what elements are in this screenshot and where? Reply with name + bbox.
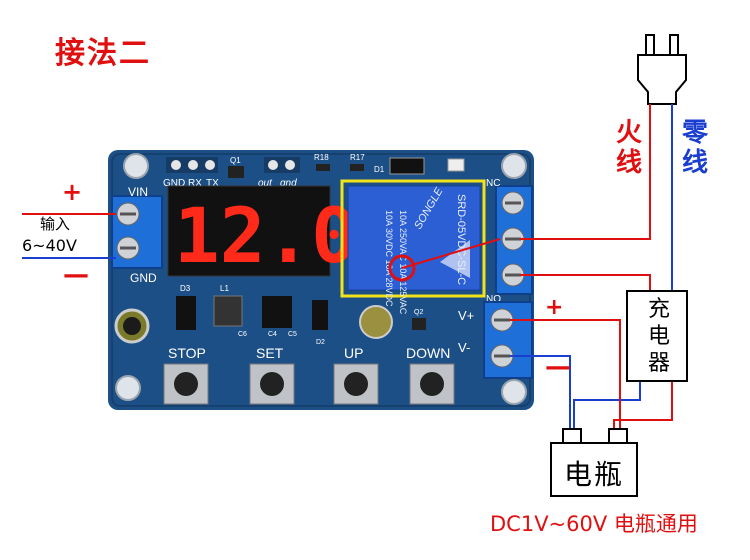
mount-hole [123, 153, 149, 179]
button-set[interactable]: SET [249, 345, 295, 405]
charger-positive-wire [613, 380, 673, 428]
silk-c4: C4 [268, 331, 277, 338]
silk-gnd-in: GND [130, 271, 157, 285]
diode-d2 [312, 300, 328, 330]
silk-vplus: V+ [458, 308, 474, 323]
button-up-label: UP [344, 345, 363, 361]
charger-negative-wire [573, 380, 641, 428]
relay-highlight [340, 179, 486, 298]
silk-d2: D2 [316, 339, 325, 346]
battery-compat-note: DC1V~60V 电瓶通用 [490, 512, 698, 536]
silk-q2: Q2 [414, 309, 423, 316]
vminus-wire [510, 355, 571, 428]
inductor-l1 [213, 295, 243, 327]
silk-d1: D1 [374, 165, 385, 174]
input-plus-sign: + [62, 178, 83, 206]
button-stop[interactable]: STOP [163, 345, 209, 405]
button-set-label: SET [256, 345, 284, 361]
silk-gnd2: gnd [280, 178, 297, 189]
charger-label: 充电器 [647, 297, 670, 376]
silk-l1: L1 [220, 284, 229, 293]
button-up[interactable]: UP [333, 345, 379, 405]
relay-contact-circle [388, 254, 416, 282]
diode-d3 [176, 296, 196, 330]
mount-hole [501, 379, 527, 405]
silk-no: NO [486, 294, 501, 305]
input-label: 输入 [40, 215, 71, 233]
silk-q1: Q1 [230, 156, 241, 165]
relay-rating-2: 10A 30VDC 10A 28VDC [384, 210, 394, 307]
ac-plug-icon [637, 34, 687, 105]
silk-r18: R18 [314, 153, 329, 162]
silk-c6: C6 [238, 331, 247, 338]
button-down-label: DOWN [406, 345, 450, 361]
seven-segment-display [167, 185, 331, 277]
mount-hole [501, 153, 527, 179]
buzzer [359, 305, 393, 339]
battery-label: 电瓶 [563, 458, 624, 491]
input-range-label: 6~40V [22, 236, 77, 255]
silk-tx: TX [206, 178, 219, 189]
silk-d3: D3 [180, 284, 191, 293]
button-down[interactable]: DOWN [406, 345, 455, 405]
input-minus-sign: — [63, 260, 89, 290]
fire-line-label: 火线 [615, 118, 642, 178]
ic-chip [262, 296, 292, 328]
silk-out: out [258, 178, 273, 189]
display-value: 12.0 [174, 191, 357, 280]
silk-r17: R17 [350, 153, 365, 162]
battery-box: 电瓶 [550, 442, 638, 497]
button-stop-label: STOP [168, 345, 206, 361]
silk-gnd: GND [163, 178, 185, 189]
diagram-title: 接法二 [55, 36, 151, 71]
output-terminal-block [483, 301, 533, 379]
mount-hole [115, 375, 141, 401]
fire-wire [520, 104, 651, 240]
silk-vin: VIN [128, 185, 148, 199]
silk-rx: RX [188, 178, 202, 189]
silk-c5: C5 [288, 331, 297, 338]
charger-box: 充电器 [626, 290, 688, 382]
relay-rating-1: 10A 250VAC 10A 125VAC [398, 210, 408, 315]
neutral-line-label: 零线 [681, 118, 708, 178]
no-to-charger-wire [520, 274, 651, 292]
uart-header [166, 157, 300, 173]
vplus-wire [510, 319, 621, 428]
input-terminal-block [111, 195, 163, 269]
output-plus-sign: + [545, 295, 564, 320]
silk-nc: NC [486, 178, 500, 189]
output-minus-sign: — [545, 352, 571, 382]
silk-vminus: V- [458, 340, 470, 355]
